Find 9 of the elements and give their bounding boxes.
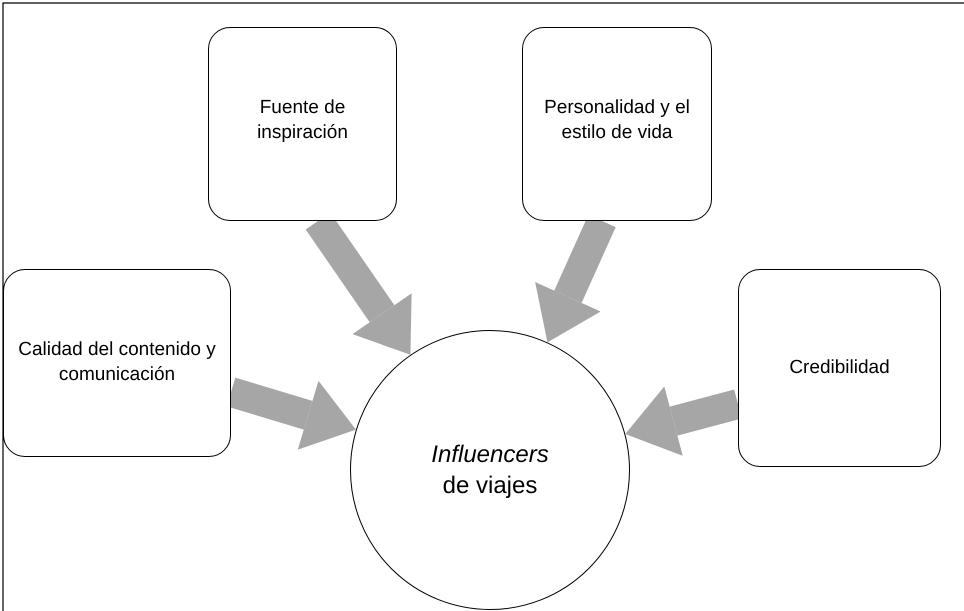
node-text: Credibilidad [788, 356, 891, 380]
factor-box [208, 27, 397, 221]
factor-box [3, 269, 231, 457]
node-text: Calidad del contenido y comunicación [17, 338, 217, 387]
factor-box [522, 27, 712, 221]
factor-box [738, 269, 941, 467]
node-text: Personalidad y el estilo de vida [543, 96, 691, 145]
node-text: Influencers de viajes [430, 440, 550, 501]
node-text: Fuente de inspiración [256, 96, 349, 145]
